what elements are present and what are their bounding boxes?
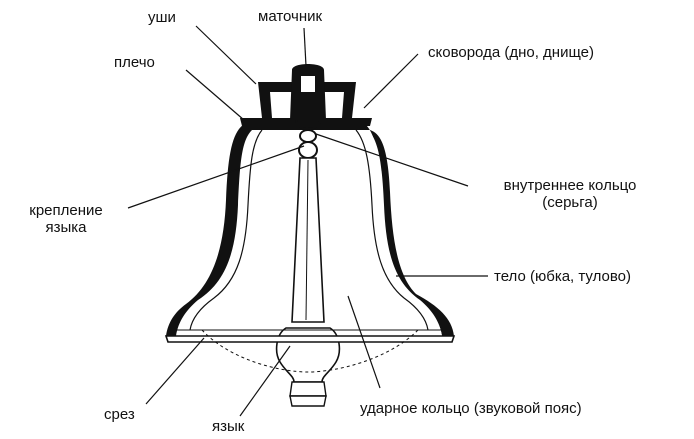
leader-yazyk <box>239 345 291 417</box>
label-vnutrennee-line1: внутреннее кольцо <box>503 177 637 194</box>
leader-plecho <box>185 69 245 121</box>
leader-vnutrennee <box>315 133 469 187</box>
leader-lines <box>127 25 488 417</box>
label-kreplenie-line1: крепление <box>29 202 103 219</box>
label-srez: срез <box>104 406 135 423</box>
bell-crown <box>240 64 372 126</box>
leader-skovoroda <box>363 53 419 109</box>
leader-srez <box>145 337 205 405</box>
label-ushi: уши <box>148 9 176 26</box>
label-vnutrennee: внутреннее кольцо (серьга) <box>480 177 660 211</box>
label-matochnik: маточник <box>258 8 323 25</box>
bell-rim <box>164 329 456 373</box>
label-skovoroda: сковорода (дно, днище) <box>428 44 594 61</box>
leader-kreplenie <box>127 145 305 209</box>
label-plecho: плечо <box>114 54 155 71</box>
label-yazyk: язык <box>212 418 245 435</box>
leader-udarnoe <box>347 295 381 389</box>
label-kreplenie-line2: языка <box>45 219 87 236</box>
label-udarnoe: ударное кольцо (звуковой пояс) <box>360 400 582 417</box>
label-kreplenie: крепление языка <box>8 202 124 236</box>
leader-ushi <box>195 25 257 85</box>
leader-matochnik <box>303 27 307 67</box>
label-telo: тело (юбка, тулово) <box>494 268 631 285</box>
label-vnutrennee-line2: (серьга) <box>542 194 598 211</box>
